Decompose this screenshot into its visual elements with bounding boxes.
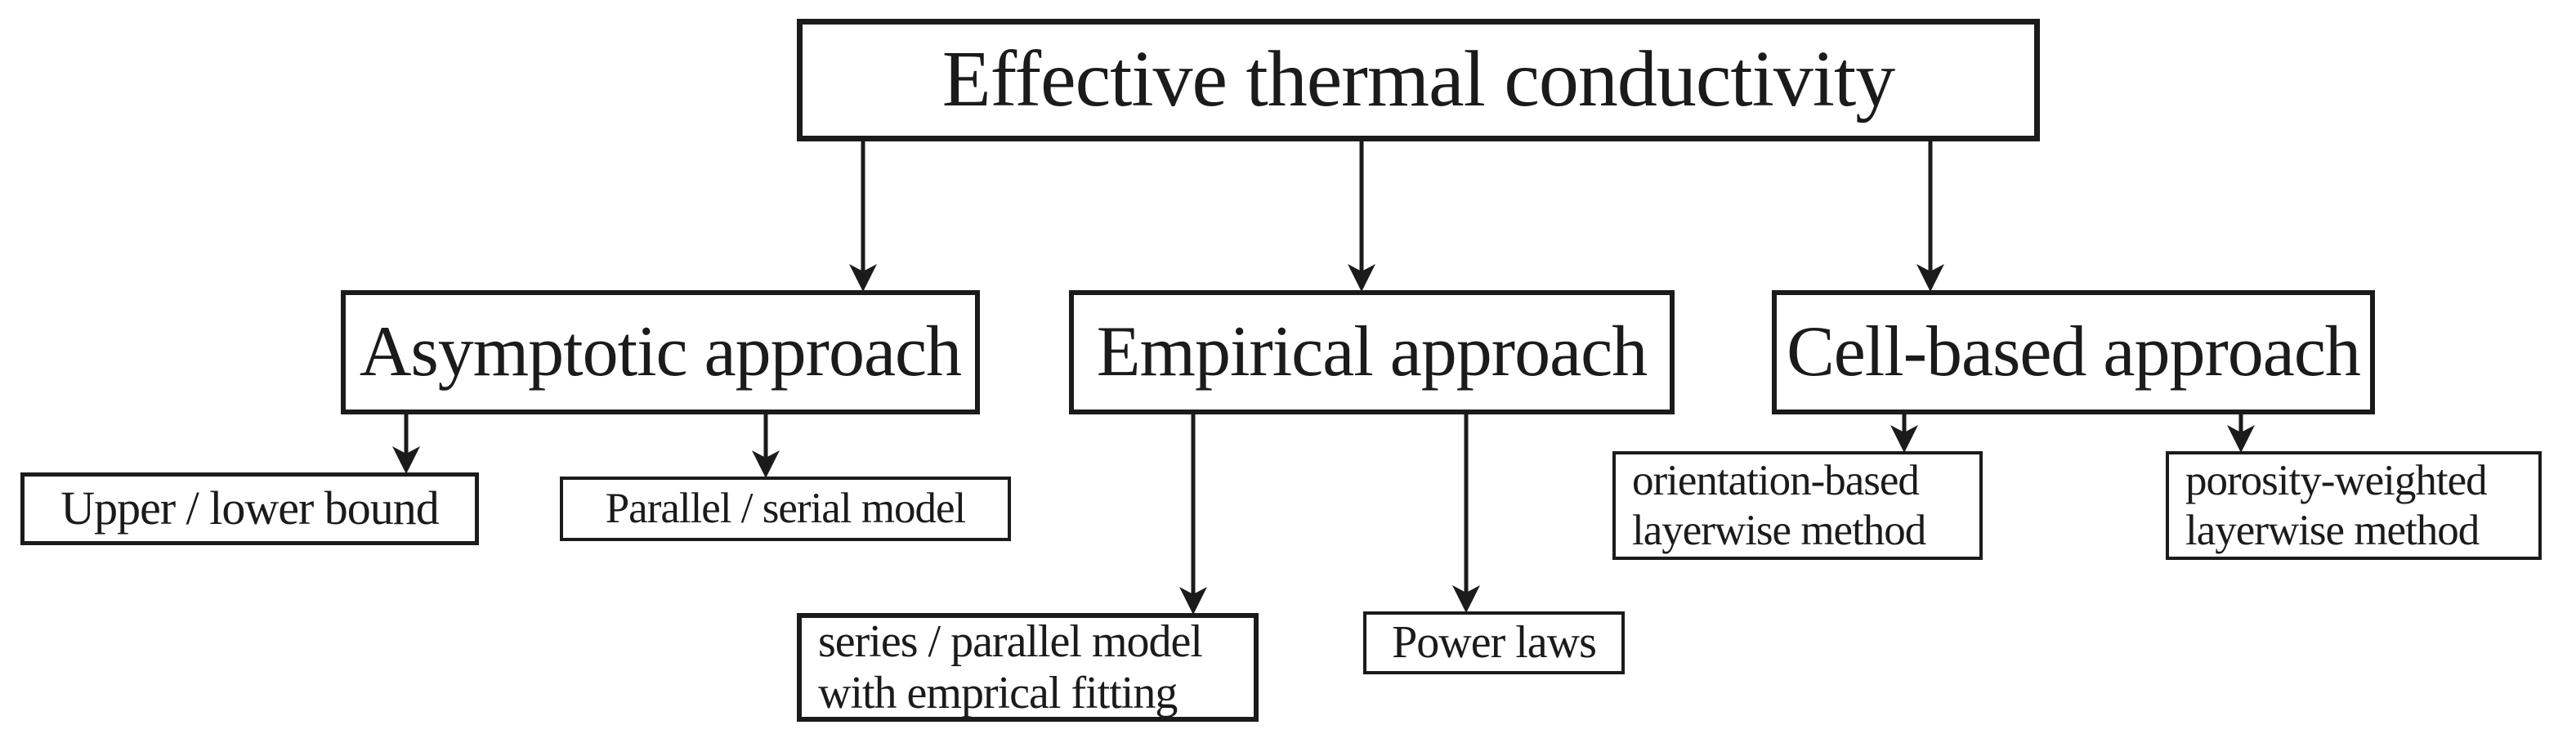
node-power-laws: Power laws <box>1363 611 1625 674</box>
node-porosity-weighted-layerwise-method: porosity-weighted layerwise method <box>2166 451 2542 560</box>
node-asymptotic-approach: Asymptotic approach <box>341 290 980 414</box>
node-upper-lower-bound: Upper / lower bound <box>20 472 479 545</box>
node-effective-thermal-conductivity: Effective thermal conductivity <box>797 19 2040 141</box>
node-empirical-approach: Empirical approach <box>1069 290 1675 414</box>
node-parallel-serial-model: Parallel / serial model <box>560 477 1011 541</box>
node-cell-based-approach: Cell-based approach <box>1772 290 2375 414</box>
node-series-parallel-model-empirical-fitting: series / parallel model with emprical fi… <box>797 613 1259 722</box>
node-orientation-based-layerwise-method: orientation-based layerwise method <box>1612 451 1983 560</box>
